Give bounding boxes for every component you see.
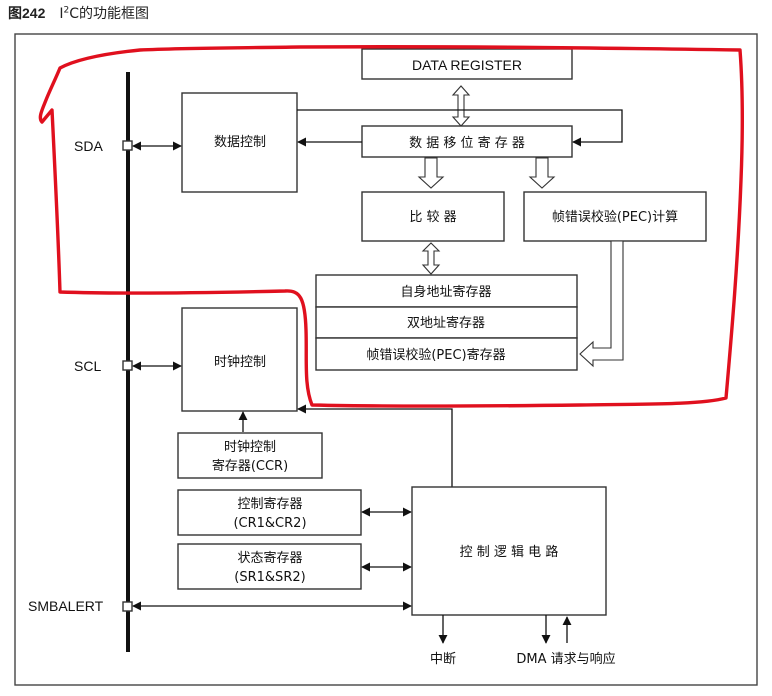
control-logic-box xyxy=(411,486,607,616)
interrupt-label: 中断 xyxy=(430,652,456,667)
caption-superscript: 2 xyxy=(63,5,70,16)
status-register-label-line1: 状态寄存器 xyxy=(237,550,302,566)
comparator-label: 比 较 器 xyxy=(409,210,456,225)
control-register-box xyxy=(177,489,362,536)
data-register-box xyxy=(361,48,573,80)
smbalert-pin xyxy=(122,601,133,612)
pin-sda-label: SDA xyxy=(74,138,103,154)
shift-to-comparator-arrow xyxy=(417,157,445,189)
highlight-outline xyxy=(38,45,745,408)
data-control-box xyxy=(181,92,298,193)
figure-caption: 图242 I2C的功能框图 xyxy=(8,3,149,23)
pec-calc-to-register-arrow xyxy=(579,240,624,368)
control-register-label-line2: (CR1&CR2) xyxy=(233,516,306,531)
own-address-register-box xyxy=(315,274,578,308)
data-register-transfer-arrow xyxy=(451,85,471,127)
pin-smbalert-label: SMBALERT xyxy=(28,598,104,614)
pec-calc-label: 帧错误校验(PEC)计算 xyxy=(552,209,678,225)
figure-number: 图242 xyxy=(8,5,46,21)
data-register-label: DATA REGISTER xyxy=(412,57,522,73)
scl-pin xyxy=(122,360,133,371)
pec-calc-box xyxy=(523,191,707,242)
control-logic-to-clock-connector xyxy=(297,404,453,487)
shift-register-label: 数 据 移 位 寄 存 器 xyxy=(409,135,525,151)
control-register-label-line1: 控制寄存器 xyxy=(237,496,302,512)
status-register-label-line2: (SR1&SR2) xyxy=(234,570,305,585)
pec-register-label: 帧错误校验(PEC)寄存器 xyxy=(366,347,505,363)
comparator-address-arrow xyxy=(421,242,441,275)
shift-to-pec-arrow xyxy=(528,157,556,189)
caption-i: I xyxy=(59,6,64,22)
own-address-register-label: 自身地址寄存器 xyxy=(400,284,491,300)
data-control-label: 数据控制 xyxy=(214,135,266,150)
pin-scl-label: SCL xyxy=(74,358,101,374)
sda-pin xyxy=(122,140,133,151)
ccr-register-box xyxy=(177,432,323,479)
ccr-label-line2: 寄存器(CCR) xyxy=(212,458,288,474)
pec-register-box xyxy=(315,337,578,371)
status-register-box xyxy=(177,543,362,590)
dual-address-register-label: 双地址寄存器 xyxy=(407,315,485,331)
diagram-frame xyxy=(14,33,758,686)
caption-title: C的功能框图 xyxy=(69,6,150,22)
comparator-box xyxy=(361,191,505,242)
ccr-label-line1: 时钟控制 xyxy=(224,439,276,455)
clock-control-box xyxy=(181,307,298,412)
data-control-to-shift-connector xyxy=(297,109,623,147)
dual-address-register-box xyxy=(315,306,578,339)
dma-label: DMA 请求与响应 xyxy=(516,651,615,667)
clock-control-label: 时钟控制 xyxy=(214,354,266,370)
control-logic-label: 控 制 逻 辑 电 路 xyxy=(460,544,559,560)
